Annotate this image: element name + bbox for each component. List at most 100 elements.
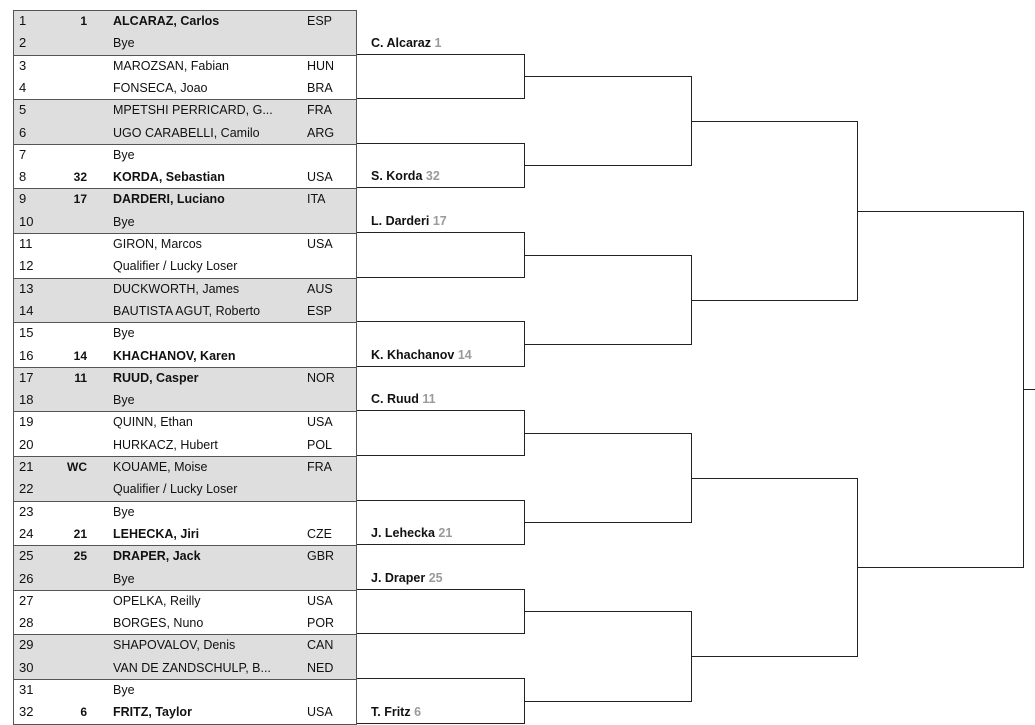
draw-position: 9: [19, 191, 27, 207]
quarterfinal-slot-line: [857, 567, 1024, 568]
round2-winner: S. Korda 32: [371, 165, 440, 187]
player-name: Bye: [113, 393, 135, 408]
match-shade: [13, 99, 357, 144]
round3-slot-line: [524, 344, 692, 345]
winner-name: C. Alcaraz: [371, 36, 431, 50]
round2-slot-line: [357, 633, 525, 634]
match-shade: [13, 456, 357, 501]
round3-slot-line: [524, 433, 692, 434]
draw-position: 18: [19, 392, 34, 408]
round2-slot-line: [357, 143, 525, 144]
winner-name: J. Draper: [371, 571, 426, 585]
player-name: MPETSHI PERRICARD, G...: [113, 103, 273, 118]
player-name: Qualifier / Lucky Loser: [113, 482, 238, 497]
player-name: Bye: [113, 147, 135, 162]
round2-slot-line: [357, 187, 525, 188]
draw-row: 5 MPETSHI PERRICARD, G... FRA: [13, 99, 357, 121]
seed-entry: 14: [73, 348, 87, 363]
draw-position: 4: [19, 79, 27, 95]
round2-slot-line: [357, 54, 525, 55]
round4-slot-line: [691, 478, 858, 479]
draw-position: 21: [19, 459, 34, 474]
player-name: Bye: [113, 683, 135, 697]
player-name: RUUD, Casper: [113, 370, 199, 385]
draw-position: 29: [19, 637, 34, 653]
round4-slot-line: [691, 656, 858, 657]
round2-winner: C. Ruud 11: [371, 388, 436, 410]
seed-entry: 6: [80, 705, 87, 720]
winner-name: S. Korda: [371, 169, 423, 183]
winner-seed: 32: [425, 169, 440, 183]
round2-slot-line: [357, 366, 525, 367]
player-country: POL: [307, 437, 333, 452]
round2-winner: K. Khachanov 14: [371, 344, 472, 366]
player-country: ESP: [307, 303, 333, 318]
round3-slot-line: [524, 701, 692, 702]
draw-position: 31: [19, 682, 34, 697]
player-country: HUN: [307, 58, 335, 73]
player-country: ARG: [307, 125, 335, 140]
draw-position: 25: [19, 548, 34, 564]
draw-position: 16: [19, 347, 34, 363]
player-name: VAN DE ZANDSCHULP, B...: [113, 660, 271, 675]
draw-position: 28: [19, 615, 34, 631]
round3-slot-line: [524, 165, 692, 166]
draw-position: 8: [19, 169, 27, 185]
player-country: CZE: [307, 526, 332, 541]
player-country: USA: [307, 170, 333, 185]
winner-name: K. Khachanov: [371, 348, 455, 362]
draw-position: 1: [19, 13, 27, 28]
seed-entry: 32: [73, 170, 87, 185]
winner-name: J. Lehecka: [371, 526, 435, 540]
winner-seed: 6: [414, 705, 422, 719]
draw-position: 5: [19, 102, 27, 118]
draw-position: 26: [19, 570, 34, 586]
winner-seed: 21: [438, 526, 453, 540]
player-name: DRAPER, Jack: [113, 549, 201, 564]
player-country: AUS: [307, 281, 333, 296]
round4-slot-line: [691, 300, 858, 301]
round2-slot-line: [357, 232, 525, 233]
round2-winner: J. Draper 25: [371, 567, 443, 589]
draw-row: 18 Bye: [13, 389, 357, 411]
draw-position: 12: [19, 258, 34, 274]
draw-position: 24: [19, 525, 34, 541]
player-name: DARDERI, Luciano: [113, 192, 225, 207]
seed-entry: WC: [67, 460, 87, 474]
player-name: KORDA, Sebastian: [113, 170, 225, 185]
player-country: FRA: [307, 103, 332, 118]
round3-slot-line: [524, 255, 692, 256]
round2-winner: T. Fritz 6: [371, 701, 421, 723]
player-country: FRA: [307, 460, 332, 474]
match-shade: [13, 188, 357, 233]
player-country: USA: [307, 415, 333, 430]
match-shade: [13, 366, 357, 412]
draw-position: 10: [19, 213, 34, 229]
round2-winner: L. Darderi 17: [371, 210, 447, 232]
seed-entry: 11: [74, 370, 87, 385]
winner-name: L. Darderi: [371, 214, 430, 228]
player-name: Bye: [113, 571, 135, 586]
round2-slot-line: [357, 321, 525, 322]
player-name: SHAPOVALOV, Denis: [113, 638, 236, 653]
winner-name: T. Fritz: [371, 705, 411, 719]
player-country: CAN: [307, 638, 334, 653]
draw-position: 13: [19, 280, 34, 296]
